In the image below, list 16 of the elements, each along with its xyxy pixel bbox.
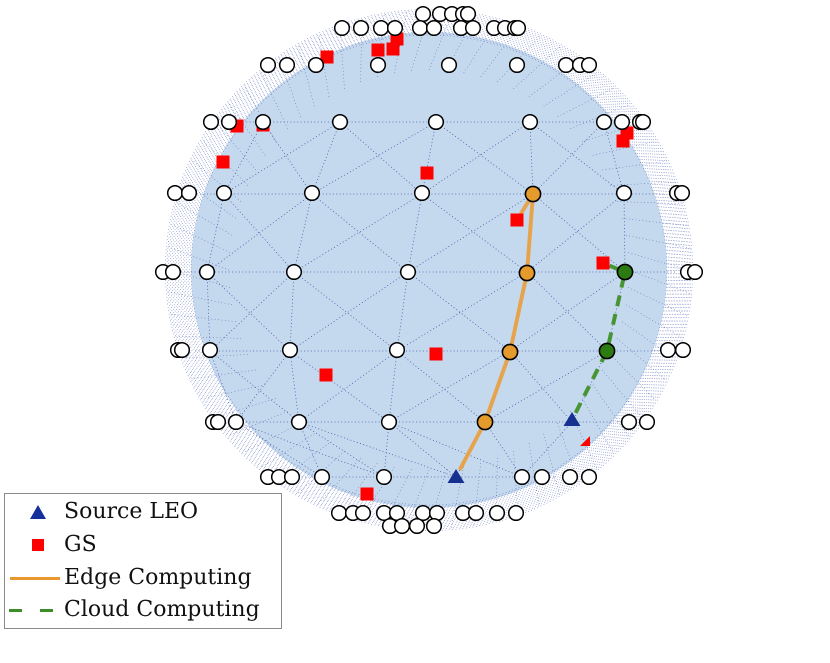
legend-label: GS (64, 532, 97, 558)
source-leo-marker (564, 412, 580, 426)
route-line (510, 280, 528, 345)
ground-station-marker (510, 214, 524, 226)
route-line (458, 428, 484, 471)
legend-label: Edge Computing (64, 565, 252, 591)
source-leo-marker (448, 469, 464, 483)
ground-station-marker (596, 256, 610, 270)
route-line (526, 202, 534, 266)
dashed-route-line (608, 264, 618, 271)
legend-label: Cloud Computing (64, 597, 260, 623)
route-line (486, 358, 510, 416)
dashed-route-line (606, 279, 626, 344)
dashed-route-line (574, 357, 606, 414)
route-line (519, 200, 530, 216)
legend-label: Source LEO (64, 499, 198, 525)
